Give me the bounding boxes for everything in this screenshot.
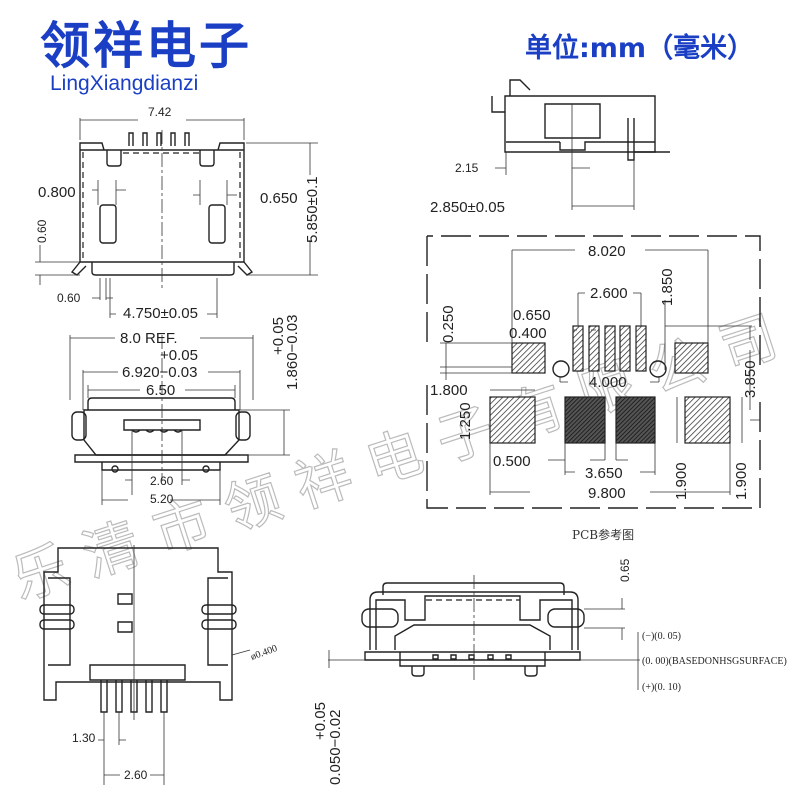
dim-height-tol: +0.05 (270, 317, 287, 355)
pcb-signal-pad (619, 325, 631, 372)
pcb-dim-8020: 8.020 (588, 243, 626, 260)
dim-pin-span: 2.60 (150, 474, 174, 488)
end-view: 0.65 (−)(0. 05) (0. 00)(BASEDONHSGSURFAC… (312, 558, 787, 785)
pcb-footprint: 8.020 2.600 1.850 0.250 0.650 0.400 1.80… (426, 235, 761, 542)
pcb-dim-4000: 4.000 (589, 374, 627, 391)
dim-width: 7.42 (148, 105, 172, 119)
dim-inner: 6.50 (146, 382, 175, 399)
pcb-dim-0500: 0.500 (493, 453, 531, 470)
brand-cn: 领祥电子 (40, 17, 252, 75)
pcb-caption: PCB参考图 (572, 527, 634, 542)
dim-right-pad: 0.650 (260, 190, 298, 207)
pcb-dim-0650: 0.650 (513, 307, 551, 324)
dim-pitch: 1.30 (72, 731, 96, 745)
pcb-dim-9800: 9.800 (588, 485, 626, 502)
pcb-dim-3650: 3.650 (585, 465, 623, 482)
dim-height: 1.860−0.03 (284, 315, 301, 391)
dim-span: 2.60 (124, 768, 148, 782)
pcb-pad (674, 342, 709, 374)
pcb-dim-0400: 0.400 (509, 325, 547, 342)
dim-a: 2.15 (455, 161, 479, 175)
dim-pad-width: 0.60 (57, 291, 81, 305)
pcb-pad (564, 396, 606, 444)
pcb-signal-pad (635, 325, 647, 372)
dim-width: 6.920−0.03 (122, 364, 198, 381)
pcb-pad (684, 396, 731, 444)
pcb-dim-3850: 3.850 (742, 360, 759, 398)
dim-left-pad: 0.800 (38, 184, 76, 201)
pcb-signal-pad (588, 325, 600, 372)
end-minus-label: (−)(0. 05) (642, 631, 681, 642)
pcb-dim-2600: 2.600 (590, 285, 628, 302)
dim-tol-plus: +0.05 (160, 347, 198, 364)
dim-pitch: 4.750±0.05 (123, 305, 198, 322)
pcb-pad (615, 396, 656, 444)
pcb-dim-1900a: 1.900 (673, 462, 690, 500)
end-tol-plus: +0.05 (312, 702, 329, 740)
dim-hole: ø0.400 (249, 643, 279, 663)
side-view: 2.15 2.850±0.05 (430, 79, 670, 216)
pcb-dim-1900b: 1.900 (733, 462, 750, 500)
pcb-dim-1850: 1.850 (659, 268, 676, 306)
dim-height: 5.850±0.1 (304, 176, 321, 243)
end-tol-value: 0.050−0.02 (327, 710, 344, 786)
end-dim-065: 0.65 (618, 558, 632, 582)
unit-label: 单位:mm（毫米） (525, 33, 755, 64)
dim-side: 0.60 (35, 219, 49, 243)
brand-en: LingXiangdianzi (50, 72, 199, 95)
pcb-signal-pad (572, 325, 584, 372)
pcb-dim-1250: 1.250 (457, 402, 474, 440)
front-view: 8.0 REF. +0.05 6.920−0.03 6.50 +0.05 1.8… (69, 315, 301, 506)
dim-b: 2.850±0.05 (430, 199, 505, 216)
end-plus-label: (+)(0. 10) (642, 682, 681, 693)
top-view: 7.42 0.800 0.650 5.850±0.1 0.60 0.60 4.7… (35, 105, 321, 322)
pcb-signal-pad (604, 325, 616, 372)
dim-post-span: 5.20 (150, 492, 174, 506)
end-zero-label: (0. 00)(BASEDONHSGSURFACE) (642, 656, 787, 667)
dim-ref: 8.0 REF. (120, 330, 178, 347)
bottom-view: ø0.400 1.30 2.60 (39, 545, 279, 785)
pcb-pad (489, 396, 536, 444)
pcb-pad (511, 342, 546, 374)
pcb-dim-1800: 1.800 (430, 382, 468, 399)
pcb-dim-0250: 0.250 (440, 305, 457, 343)
watermark: 乐清市领祥电子有限公司 (4, 304, 785, 613)
